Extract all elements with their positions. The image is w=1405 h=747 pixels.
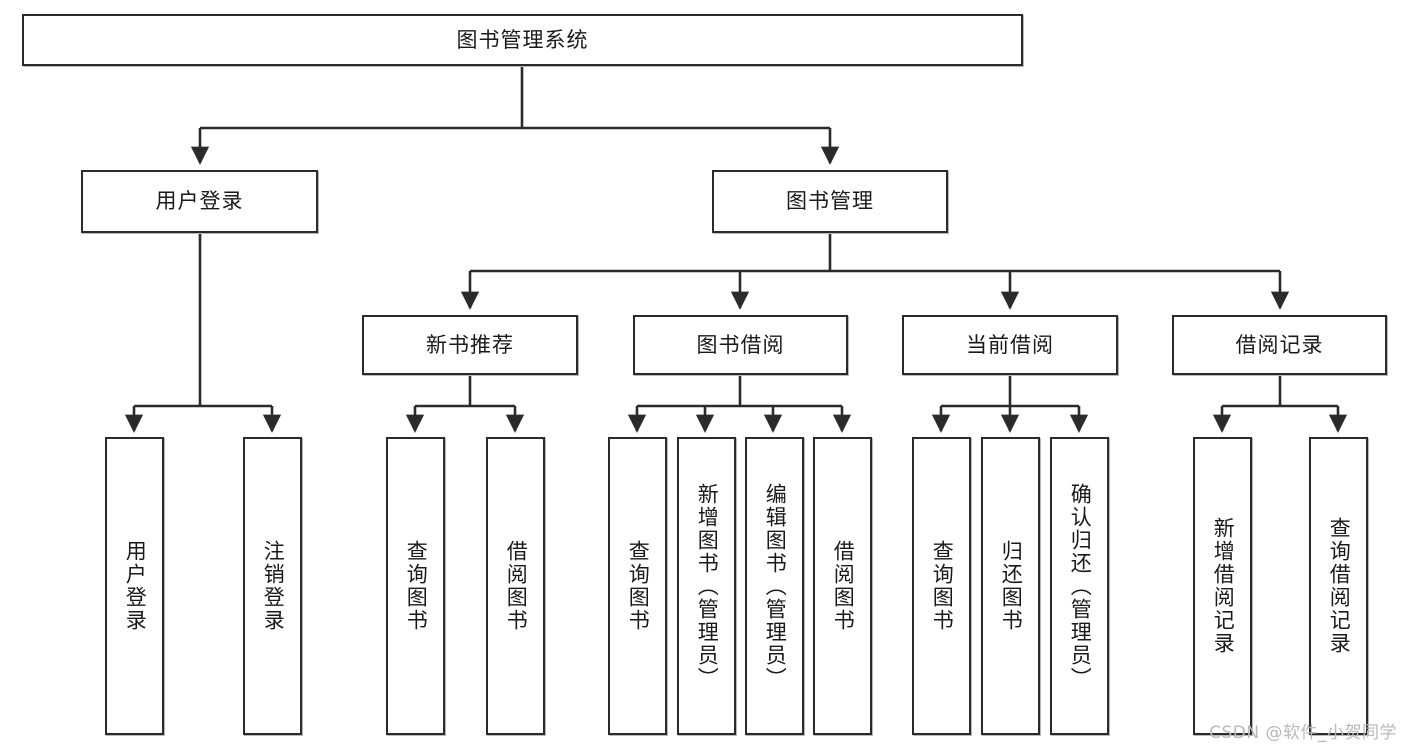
leaf-edit-book-admin[interactable]: 编辑图书（管理员） <box>745 437 804 735</box>
leaf-label: 借阅图书 <box>504 540 529 632</box>
leaf-borrow-book-new[interactable]: 借阅图书 <box>486 437 545 735</box>
node-book-borrow[interactable]: 图书借阅 <box>633 315 848 375</box>
node-label: 图书借阅 <box>696 332 785 357</box>
leaf-return-book[interactable]: 归还图书 <box>981 437 1040 735</box>
node-label: 借阅记录 <box>1235 332 1324 357</box>
leaf-label: 借阅图书 <box>831 540 856 632</box>
leaf-label: 查询图书 <box>404 540 429 632</box>
node-label: 图书管理系统 <box>456 27 589 52</box>
leaf-borrow-book[interactable]: 借阅图书 <box>813 437 872 735</box>
leaf-label: 查询图书 <box>930 540 955 632</box>
leaf-query-book-new[interactable]: 查询图书 <box>386 437 445 735</box>
leaf-label: 用户登录 <box>123 540 148 632</box>
leaf-label: 注销登录 <box>261 540 286 632</box>
leaf-query-book-borrow[interactable]: 查询图书 <box>608 437 667 735</box>
node-book-management[interactable]: 图书管理 <box>712 170 948 233</box>
leaf-add-book-admin[interactable]: 新增图书（管理员） <box>677 437 736 735</box>
leaf-label: 编辑图书（管理员） <box>763 482 788 690</box>
leaf-label: 查询借阅记录 <box>1327 517 1352 655</box>
csdn-watermark: CSDN @软件_小贺同学 <box>1209 723 1397 743</box>
node-label: 用户登录 <box>155 189 244 214</box>
leaf-query-book-current[interactable]: 查询图书 <box>912 437 971 735</box>
node-label: 新书推荐 <box>426 332 514 357</box>
node-label: 图书管理 <box>786 189 874 214</box>
node-label: 当前借阅 <box>966 332 1054 357</box>
leaf-label: 归还图书 <box>999 540 1024 632</box>
node-root-library-system[interactable]: 图书管理系统 <box>22 14 1023 66</box>
node-current-borrow[interactable]: 当前借阅 <box>902 315 1118 375</box>
node-new-book-recommend[interactable]: 新书推荐 <box>362 315 578 375</box>
leaf-add-borrow-record[interactable]: 新增借阅记录 <box>1193 437 1252 735</box>
leaf-label: 确认归还（管理员） <box>1068 482 1093 690</box>
leaf-user-login[interactable]: 用户登录 <box>105 437 164 735</box>
leaf-logout[interactable]: 注销登录 <box>243 437 302 735</box>
node-borrow-record[interactable]: 借阅记录 <box>1172 315 1387 375</box>
leaf-query-borrow-record[interactable]: 查询借阅记录 <box>1309 437 1368 735</box>
leaf-label: 查询图书 <box>626 540 651 632</box>
leaf-label: 新增图书（管理员） <box>695 482 720 690</box>
leaf-label: 新增借阅记录 <box>1211 517 1236 655</box>
node-user-login[interactable]: 用户登录 <box>81 170 318 233</box>
leaf-confirm-return-admin[interactable]: 确认归还（管理员） <box>1050 437 1109 735</box>
